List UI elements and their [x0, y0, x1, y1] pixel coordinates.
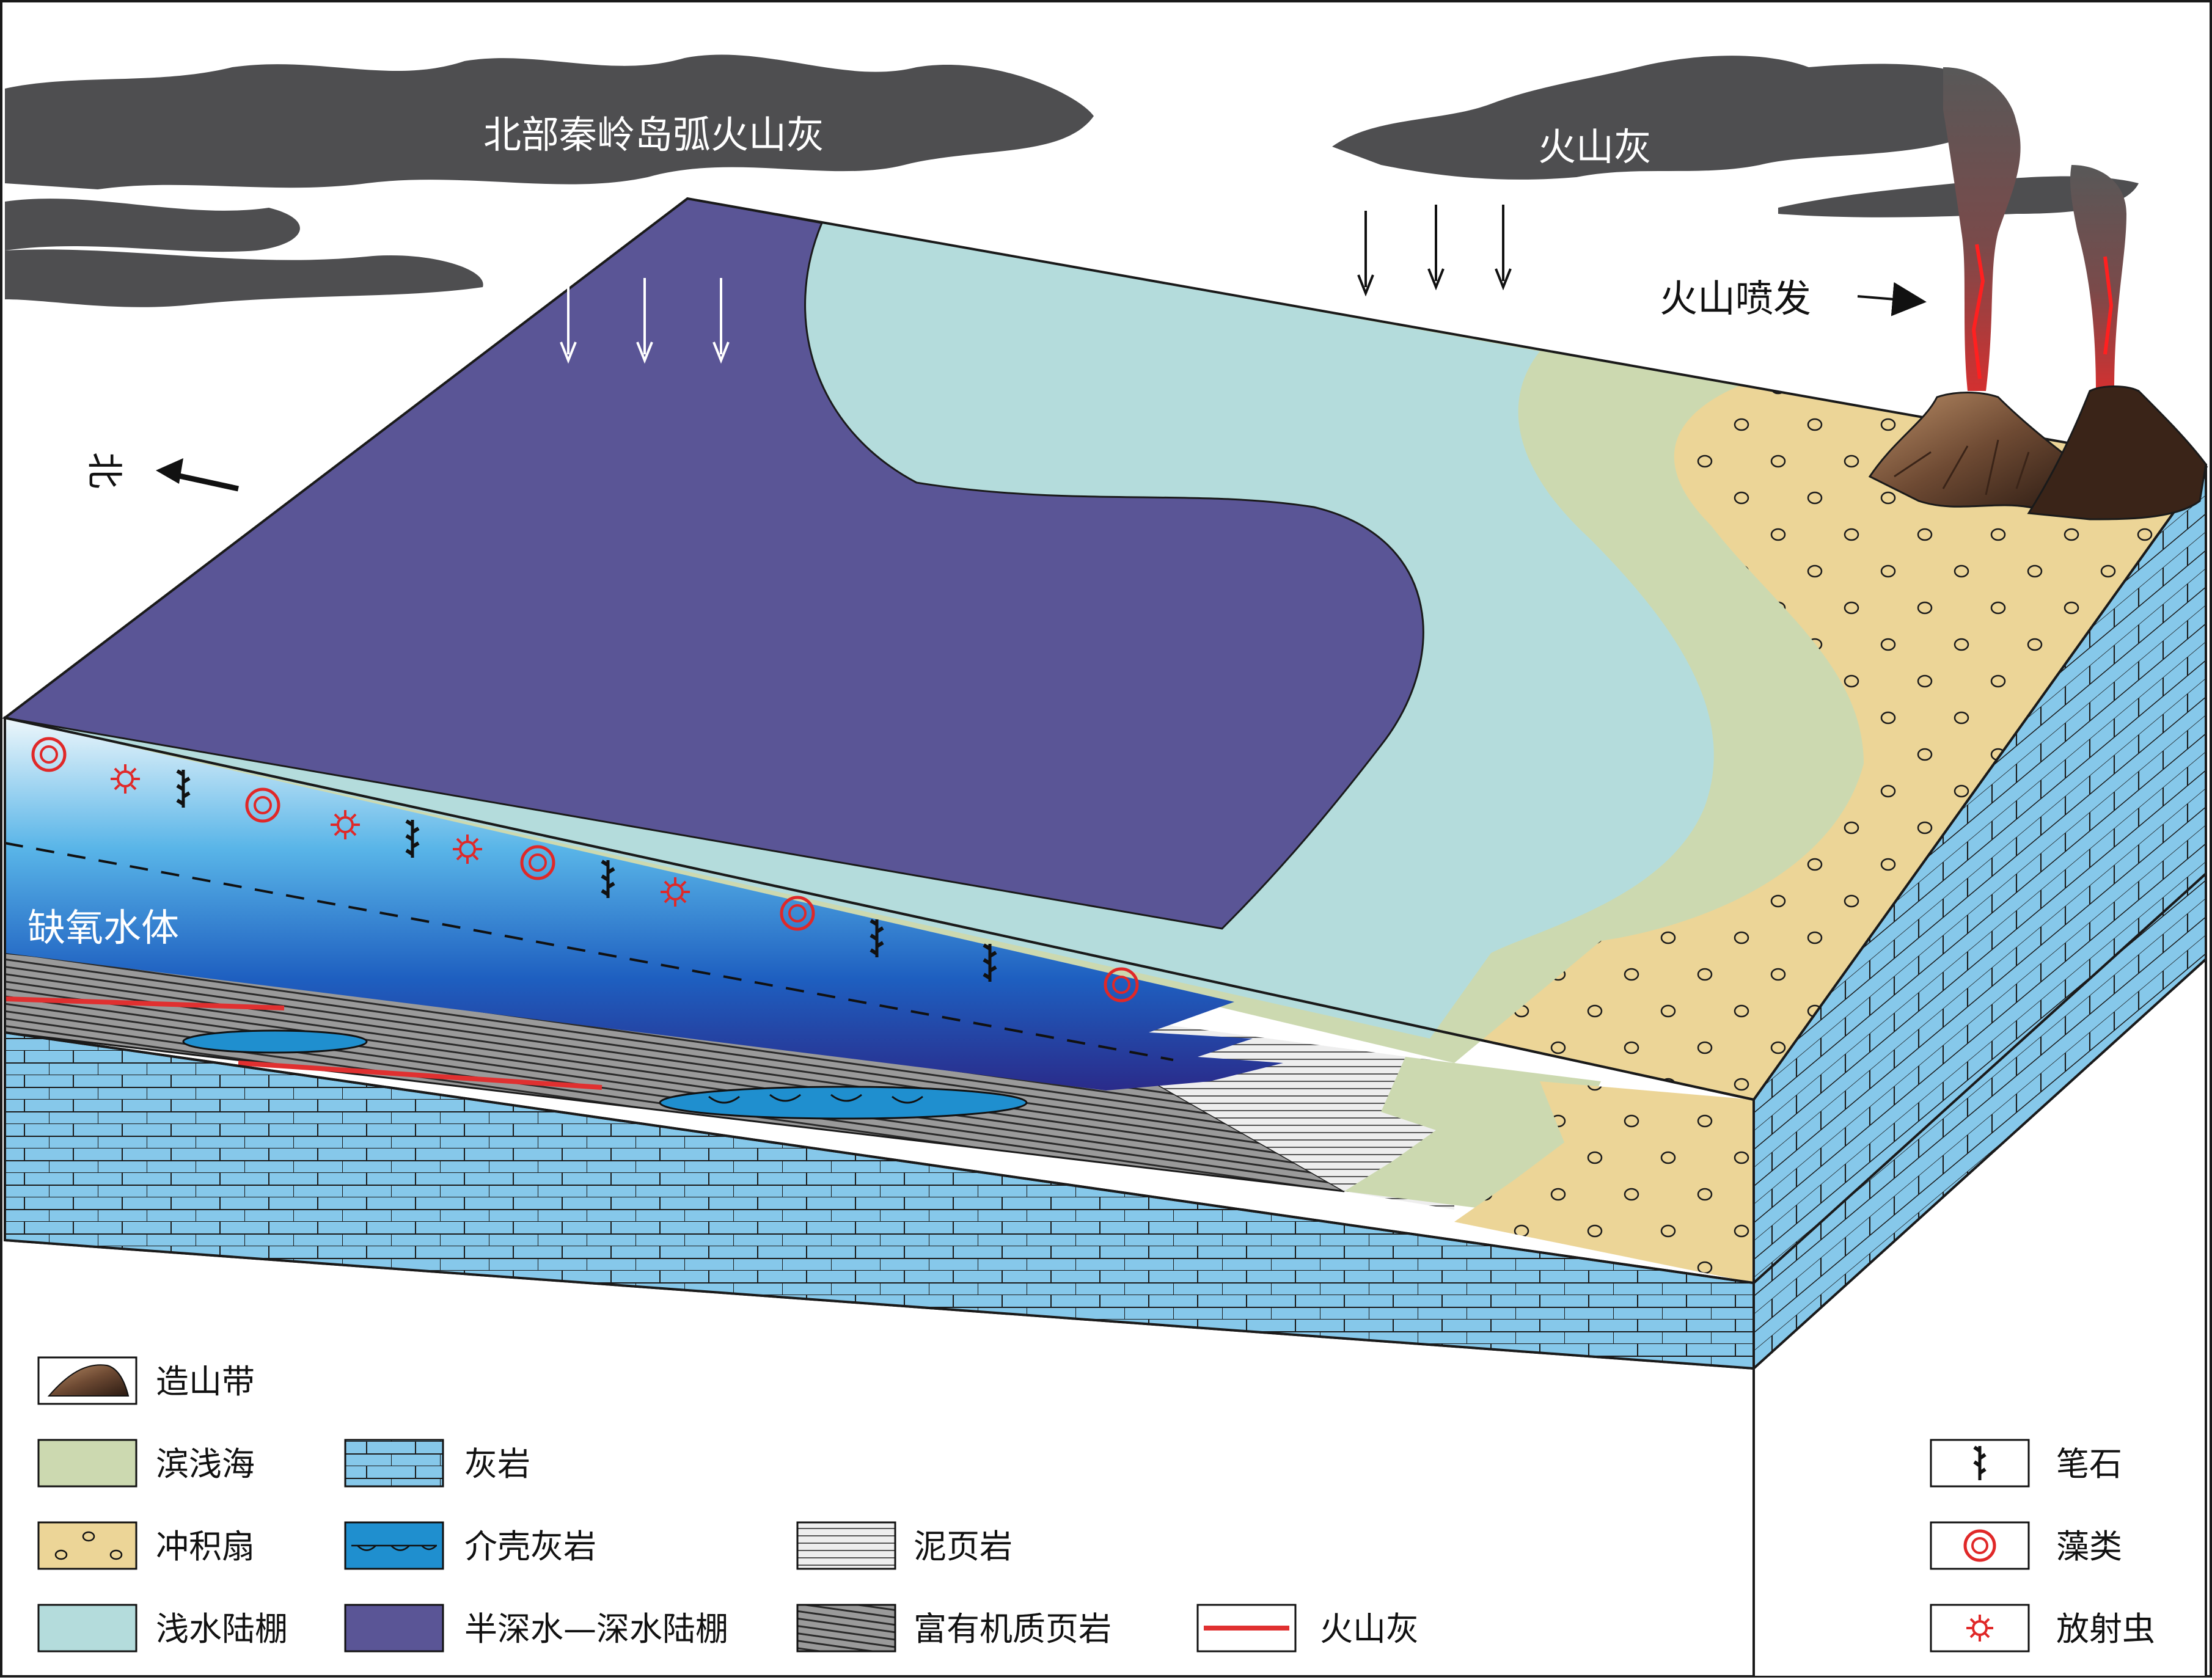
algae-icon	[31, 737, 67, 772]
graptolite-icon	[405, 819, 420, 858]
eruption-arrow	[1857, 282, 1927, 316]
ash-layer-line-2	[238, 1061, 602, 1090]
ash-fall-arrows-black	[1357, 205, 1512, 297]
algae-legend-icon	[1963, 1529, 1996, 1562]
anoxic-water-body	[5, 718, 1283, 1090]
shallow-shelf-legend-swatch	[37, 1604, 137, 1653]
mudstone-legend-swatch	[796, 1521, 896, 1570]
algae-icon	[1104, 967, 1139, 1003]
deep-shelf-legend-swatch	[344, 1604, 444, 1653]
radiolaria-icon	[331, 810, 360, 839]
svg-text:藻类: 藻类	[2056, 1527, 2122, 1566]
volcanic-plume-2	[2070, 165, 2126, 391]
algae-icon	[520, 845, 555, 880]
anoxic-water-label: 缺氧水体	[27, 905, 179, 950]
graptolite-legend-icon	[1973, 1445, 1987, 1480]
shell-limestone-lenses	[182, 1029, 1028, 1120]
svg-text:富有机质页岩: 富有机质页岩	[914, 1610, 1111, 1648]
radiolaria-legend-icon	[1966, 1615, 1993, 1642]
north-label: 北	[82, 452, 125, 489]
fan-section	[1454, 1081, 1754, 1283]
volcanic-plume-1	[1943, 67, 2021, 391]
graptolite-icon	[176, 769, 191, 808]
radiolaria-icon	[453, 835, 482, 864]
graptolite-icon	[601, 860, 615, 898]
svg-text:火山灰: 火山灰	[1320, 1610, 1419, 1648]
algae-icon	[780, 896, 815, 931]
svg-text:介壳灰岩: 介壳灰岩	[464, 1527, 596, 1566]
north-arc-ash-label: 北部秦岭岛弧火山灰	[483, 112, 824, 157]
north-arrow-icon	[156, 458, 239, 492]
legend: 造山带 滨浅海 冲积扇 浅水陆棚 灰岩 介壳灰岩 半深水—深水陆棚 泥页岩 富有…	[37, 1356, 2155, 1653]
eruption-label: 火山喷发	[1660, 276, 1811, 321]
deep-shelf-zone	[2, 197, 1424, 930]
littoral-legend-swatch	[37, 1439, 137, 1488]
ash-fall-arrows-white	[560, 278, 730, 364]
svg-text:浅水陆棚: 浅水陆棚	[156, 1610, 288, 1648]
algae-icon	[245, 787, 280, 823]
svg-text:笔石: 笔石	[2056, 1445, 2122, 1483]
svg-text:半深水—深水陆棚: 半深水—深水陆棚	[464, 1610, 728, 1648]
limestone-legend-swatch	[344, 1439, 444, 1488]
north-ash-cloud	[5, 54, 1094, 307]
radiolaria-icon	[111, 764, 140, 794]
svg-text:放射虫: 放射虫	[2056, 1610, 2155, 1648]
ash-layer-line-1	[4, 996, 285, 1010]
orogen-volcanoes	[1868, 385, 2207, 520]
svg-text:冲积扇: 冲积扇	[156, 1527, 255, 1566]
orogen-legend-icon	[47, 1364, 130, 1397]
svg-text:灰岩: 灰岩	[464, 1445, 530, 1483]
svg-text:滨浅海: 滨浅海	[156, 1445, 255, 1483]
chemocline-line	[4, 842, 1174, 1061]
radiolaria-icon	[661, 877, 690, 907]
svg-text:泥页岩: 泥页岩	[914, 1527, 1013, 1566]
graptolite-icon	[870, 919, 884, 957]
alluvial-fan-legend-swatch	[37, 1521, 137, 1570]
volcanic-ash-label: 火山灰	[1538, 125, 1652, 169]
organic-shale-legend-swatch	[796, 1604, 896, 1653]
fossil-symbols	[31, 737, 1139, 1003]
svg-text:造山带: 造山带	[156, 1362, 255, 1401]
graptolite-icon	[983, 943, 997, 982]
